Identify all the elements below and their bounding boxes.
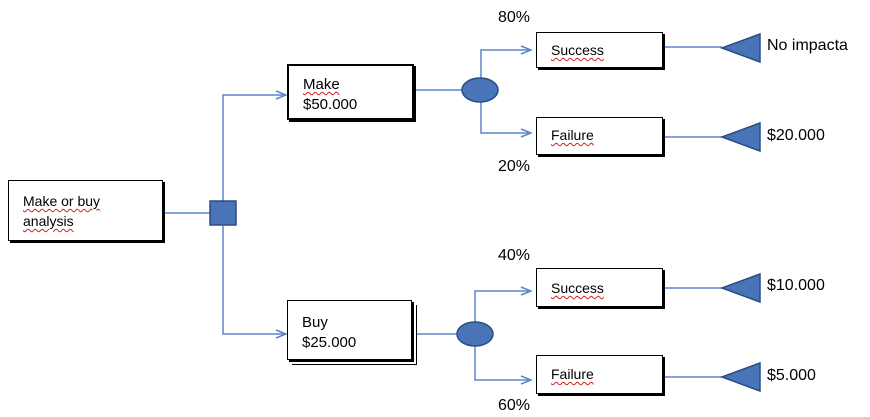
terminal-node-1 bbox=[719, 32, 761, 64]
result-buy-failure: $5.000 bbox=[767, 367, 816, 384]
root-box: Make or buy analysis bbox=[8, 180, 163, 241]
connector-make-success bbox=[480, 50, 531, 80]
outcome-label: Failure bbox=[551, 366, 594, 382]
terminal-node-2 bbox=[719, 121, 761, 153]
outcome-buy-success: Success bbox=[536, 268, 663, 307]
connector-decision-make bbox=[222, 95, 286, 201]
result-make-success: No impacta bbox=[767, 37, 848, 54]
outcome-label: Failure bbox=[551, 127, 594, 143]
probability-buy-failure: 60% bbox=[498, 397, 531, 414]
outcome-make-failure: Failure bbox=[536, 117, 663, 155]
option-make-name: Make bbox=[303, 76, 340, 93]
outcome-label: Success bbox=[551, 42, 604, 58]
connector-make-failure bbox=[480, 101, 531, 133]
root-line1: Make or buy bbox=[23, 193, 101, 209]
connector-buy-failure bbox=[474, 345, 531, 380]
decision-node bbox=[209, 200, 237, 226]
probability-make-success: 80% bbox=[498, 9, 531, 26]
option-buy-box: Buy $25.000 bbox=[287, 300, 412, 360]
option-make-box: Make $50.000 bbox=[287, 64, 414, 120]
probability-buy-success: 40% bbox=[498, 247, 531, 264]
terminal-node-4 bbox=[719, 361, 761, 393]
result-buy-success: $10.000 bbox=[767, 277, 825, 294]
outcome-buy-failure: Failure bbox=[536, 355, 663, 394]
outcome-make-success: Success bbox=[536, 32, 663, 68]
option-make-cost: $50.000 bbox=[303, 96, 358, 113]
option-buy-cost: $25.000 bbox=[302, 334, 357, 351]
result-make-failure: $20.000 bbox=[767, 127, 825, 144]
root-line2: analysis bbox=[23, 213, 74, 229]
terminal-node-3 bbox=[719, 272, 761, 304]
option-buy-name: Buy bbox=[302, 314, 328, 331]
chance-node-buy bbox=[456, 321, 494, 347]
probability-make-failure: 20% bbox=[498, 158, 531, 175]
connector-buy-success bbox=[474, 291, 531, 324]
connector-decision-buy bbox=[222, 226, 286, 334]
outcome-label: Success bbox=[551, 280, 604, 296]
chance-node-make bbox=[461, 77, 499, 103]
